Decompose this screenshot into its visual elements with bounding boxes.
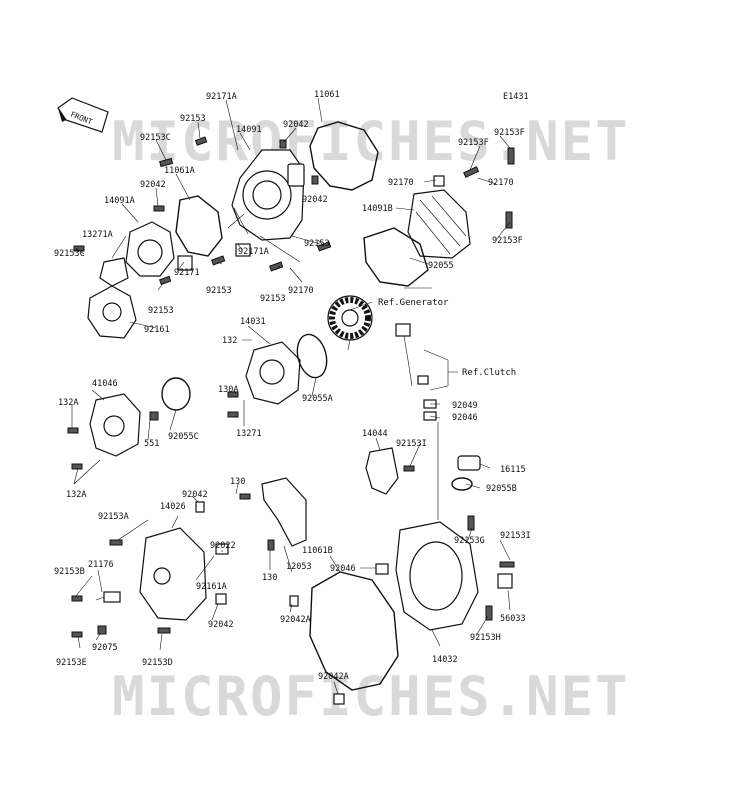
label-92161: 92161 (144, 325, 170, 335)
clutch-cover-14032 (395, 521, 479, 631)
label-92153I-b: 92153I (500, 531, 531, 541)
label-14091B: 14091B (362, 204, 393, 214)
guard-92161 (87, 285, 137, 339)
label-92153-d: 92153 (260, 294, 286, 304)
label-92042-d: 92042 (182, 490, 208, 500)
label-92171: 92171 (174, 268, 200, 278)
label-92153D: 92153D (142, 658, 173, 668)
cover-14026 (139, 527, 207, 621)
label-92153B: 92153B (54, 567, 85, 577)
label-92153-b: 92153 (304, 239, 330, 249)
label-132: 132 (222, 336, 237, 346)
label-92046-a: 92046 (452, 413, 478, 423)
label-14026: 14026 (160, 502, 186, 512)
label-14091: 14091 (236, 125, 262, 135)
pump-41046 (89, 393, 141, 457)
label-92075: 92075 (92, 643, 118, 653)
cover-14031 (245, 341, 301, 405)
ref-clutch-label: Ref.Clutch (462, 368, 516, 378)
label-92046-b: 92046 (330, 564, 356, 574)
label-92171A-top: 92171A (206, 92, 237, 102)
label-92161A: 92161A (196, 582, 227, 592)
gasket-92055 (363, 227, 429, 287)
label-92049: 92049 (452, 401, 478, 411)
label-132A-a: 132A (58, 398, 78, 408)
front-arrow-icon: FRONT (57, 97, 109, 133)
gasket-11061B (309, 571, 399, 691)
plug-16115 (451, 455, 481, 491)
label-41046: 41046 (92, 379, 118, 389)
label-92055B: 92055B (486, 484, 517, 494)
label-92153I-a: 92153I (396, 439, 427, 449)
arm-12053 (261, 477, 307, 547)
part-labels: 92171A 11061 92153 14091 92042 92153C 92… (54, 90, 531, 682)
label-14091A: 14091A (104, 196, 135, 206)
watermark-bottom: MICROFICHES.NET (112, 665, 630, 728)
bracket-13271A (99, 257, 129, 287)
label-92042-e: 92042 (208, 620, 234, 630)
gasket-11061 (309, 121, 379, 191)
label-92153A: 92153A (98, 512, 129, 522)
bolts-lower (67, 391, 515, 705)
label-92055: 92055 (428, 261, 454, 271)
label-132A-b: 132A (66, 490, 86, 500)
label-92170-a: 92170 (388, 178, 414, 188)
label-14044: 14044 (362, 429, 388, 439)
label-21176: 21176 (88, 560, 114, 570)
label-14031: 14031 (240, 317, 266, 327)
label-11061: 11061 (314, 90, 340, 100)
label-92153-c: 92153 (206, 286, 232, 296)
label-92153-e: 92153 (148, 306, 174, 316)
label-92153H: 92153H (470, 633, 501, 643)
label-92171A-b: 92171A (238, 247, 269, 257)
label-13271: 13271 (236, 429, 262, 439)
label-92153F-c: 92153F (492, 236, 523, 246)
label-551: 551 (144, 439, 159, 449)
label-92153-top: 92153 (180, 114, 206, 124)
label-92153G: 92153G (454, 536, 485, 546)
stator-generator (327, 295, 373, 351)
bracket-14044 (365, 447, 399, 495)
gasket-11061A (175, 195, 223, 257)
oring-92055A (296, 333, 328, 379)
label-92042-top: 92042 (283, 120, 309, 130)
generator-cover-14091 (231, 149, 305, 241)
label-130-b: 130 (262, 573, 277, 583)
leader-lines (71, 97, 511, 695)
label-92153F-b: 92153F (458, 138, 489, 148)
bolts-upper (73, 136, 515, 286)
oring-92055C (161, 377, 191, 411)
label-16115: 16115 (500, 465, 526, 475)
label-92153E: 92153E (56, 658, 87, 668)
sensor-21176 (95, 591, 121, 603)
label-92055C: 92055C (168, 432, 199, 442)
label-92055A: 92055A (302, 394, 333, 404)
label-130A: 130A (218, 385, 238, 395)
label-130-a: 130 (230, 477, 245, 487)
label-92042A-a: 92042A (280, 615, 311, 625)
label-92170-c: 92170 (288, 286, 314, 296)
label-92153C-top: 92153C (140, 133, 171, 143)
label-13271A: 13271A (82, 230, 113, 240)
label-92042A-b: 92042A (318, 672, 349, 682)
label-11061B: 11061B (302, 546, 333, 556)
label-14032: 14032 (432, 655, 458, 665)
label-92153F-a: 92153F (494, 128, 525, 138)
label-92153C-b: 92153C (54, 249, 85, 259)
label-92022: 92022 (210, 541, 236, 551)
label-92042-c: 92042 (302, 195, 328, 205)
label-56033: 56033 (500, 614, 526, 624)
ref-generator-label: Ref.Generator (378, 298, 449, 308)
label-12053: 12053 (286, 562, 312, 572)
cover-14091B (407, 189, 471, 259)
label-11061A: 11061A (164, 166, 195, 176)
label-92042-b: 92042 (140, 180, 166, 190)
label-92170-b: 92170 (488, 178, 514, 188)
cover-14091A (125, 221, 175, 277)
wire-clutch (395, 323, 437, 421)
diagram-code: E1431 (503, 92, 529, 102)
